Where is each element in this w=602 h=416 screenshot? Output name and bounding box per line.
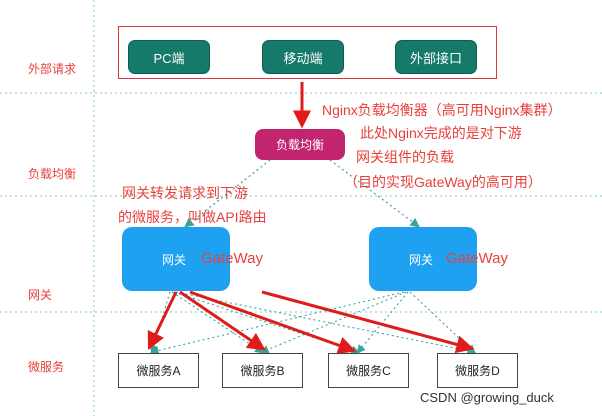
layer-label-external-requests: 外部请求: [28, 62, 77, 76]
watermark: CSDN @growing_duck: [420, 390, 554, 405]
lb-to-gateway-links: [184, 159, 420, 228]
gateway-node-1: 网关 GateWay: [122, 227, 263, 291]
layer-label-microservices: 微服务: [28, 360, 65, 374]
client-mobile: 移动端: [262, 40, 344, 74]
lb-annotation-line-3: 网关组件的负载: [356, 149, 454, 165]
client-external-api: 外部接口: [395, 40, 477, 74]
gateway-name: GateWay: [201, 250, 263, 267]
layer-label-load-balancing: 负载均衡: [28, 167, 77, 181]
service-a: 微服务A: [118, 353, 199, 388]
load-balancer-node: 负载均衡: [255, 129, 345, 160]
client-pc: PC端: [128, 40, 210, 74]
gateway-annotation-line-1: 网关转发请求到下游: [122, 185, 248, 201]
service-d: 微服务D: [437, 353, 518, 388]
gateway-label: 网关: [162, 253, 187, 267]
service-c: 微服务C: [328, 353, 409, 388]
lb-annotation-line-4: （目的实现GateWay的高可用）: [344, 174, 542, 190]
layer-label-gateway: 网关: [28, 288, 53, 302]
lb-annotation-line-2: 此处Nginx完成的是对下游: [360, 125, 522, 141]
service-b: 微服务B: [222, 353, 303, 388]
gateway-name: GateWay: [446, 250, 508, 267]
gateway-annotation-line-2: 的微服务，叫做API路由: [118, 209, 267, 225]
gateway-node-2: 网关 GateWay: [369, 227, 508, 291]
lb-annotation-line-1: Nginx负载均衡器（高可用Nginx集群）: [322, 102, 562, 118]
gateway-label: 网关: [409, 253, 434, 267]
gateway-to-service-links: [149, 291, 477, 356]
api-route-arrows: [147, 290, 475, 354]
